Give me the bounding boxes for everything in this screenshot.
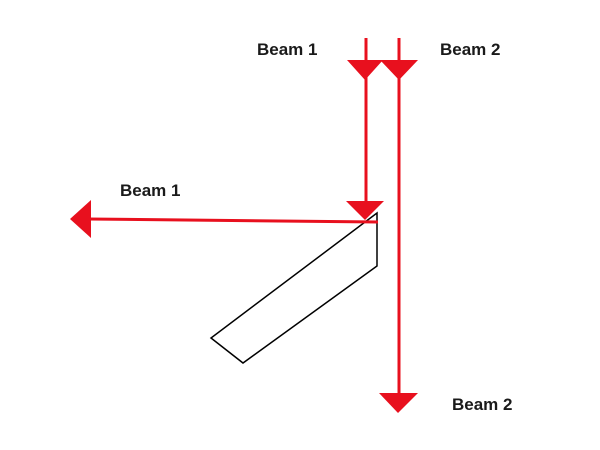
beam1-arrow-top xyxy=(347,60,383,80)
beam2-arrow-top xyxy=(380,60,418,80)
label-beam1-reflected: Beam 1 xyxy=(120,181,180,200)
label-beam2-incoming: Beam 2 xyxy=(440,40,500,59)
beam2-arrow-bottom xyxy=(379,393,418,413)
beam1-arrow-left xyxy=(70,200,91,238)
beam1-arrow-at-mirror xyxy=(346,201,384,220)
label-beam2-transmitted: Beam 2 xyxy=(452,395,512,414)
label-beam1-incoming: Beam 1 xyxy=(257,40,317,59)
beam1-reflected-line xyxy=(87,217,379,224)
mirror-element xyxy=(209,211,378,364)
